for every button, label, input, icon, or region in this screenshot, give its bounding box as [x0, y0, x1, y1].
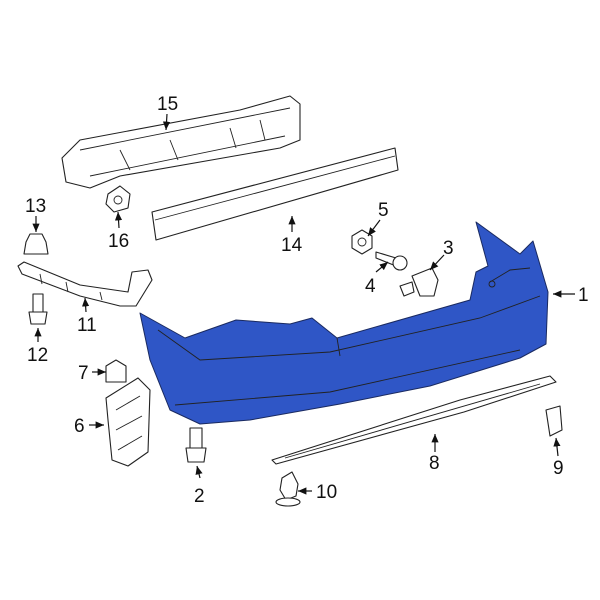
callout-8: 8: [429, 453, 440, 474]
callout-1: 1: [578, 285, 589, 306]
callout-2: 2: [194, 486, 205, 507]
part-2-bolt[interactable]: [185, 427, 207, 463]
part-10-push-pin[interactable]: [275, 471, 301, 507]
callout-13: 13: [25, 196, 46, 217]
part-11-bracket[interactable]: [17, 261, 153, 307]
part-13-clip[interactable]: [23, 233, 49, 255]
callout-9: 9: [553, 458, 564, 479]
callout-arrows: [32, 113, 575, 495]
part-4-screw[interactable]: [375, 251, 408, 271]
part-8-molding[interactable]: [271, 375, 557, 465]
callout-12: 12: [27, 345, 48, 366]
callout-7: 7: [78, 363, 89, 384]
part-3-sensor[interactable]: [399, 267, 439, 297]
callout-14: 14: [281, 235, 303, 256]
callout-6: 6: [74, 416, 85, 437]
callout-3: 3: [443, 238, 454, 259]
callout-16: 16: [108, 231, 129, 252]
part-6-side-bracket[interactable]: [105, 377, 151, 467]
callout-4: 4: [365, 276, 376, 297]
part-5-nut[interactable]: [351, 229, 373, 255]
part-16-nut[interactable]: [105, 185, 131, 213]
part-14-energy-absorber[interactable]: [151, 147, 399, 241]
callout-11: 11: [77, 315, 97, 336]
part-12-bolt[interactable]: [28, 293, 48, 325]
callout-10: 10: [316, 482, 337, 503]
part-9-clip[interactable]: [545, 405, 563, 437]
part-15-reinforcement[interactable]: [61, 95, 301, 189]
callout-labels: 1 2 3 4 5 6 7 8 9 10 11 12 13 14 15 16: [25, 94, 589, 507]
part-1-bumper-cover[interactable]: [139, 221, 549, 425]
callout-5: 5: [378, 200, 389, 221]
callout-15: 15: [157, 94, 178, 115]
part-7-clip[interactable]: [105, 359, 127, 383]
